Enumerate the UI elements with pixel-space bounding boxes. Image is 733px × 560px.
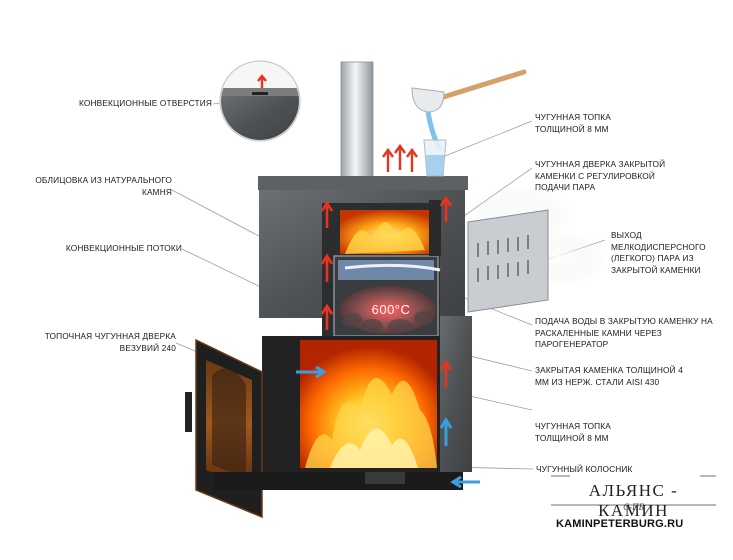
label-water-supply: ПОДАЧА ВОДЫ В ЗАКРЫТУЮ КАМЕНКУ НА РАСКАЛ… bbox=[535, 316, 713, 349]
heater-temperature: 600°С bbox=[371, 302, 411, 317]
top-convection-arrows bbox=[382, 143, 418, 172]
steam-outlet-grille bbox=[467, 209, 549, 313]
label-firebox-door: ТОПОЧНАЯ ЧУГУННАЯ ДВЕРКА ВЕЗУВИЙ 240 bbox=[44, 331, 176, 353]
water-ladle bbox=[411, 69, 527, 152]
brand-frame bbox=[551, 475, 716, 506]
label-stone-cladding: ОБЛИЦОВКА ИЗ НАТУРАЛЬНОГО КАМНЯ bbox=[35, 175, 172, 197]
label-heater-door: ЧУГУННАЯ ДВЕРКА ЗАКРЫТОЙ КАМЕНКИ С РЕГУЛ… bbox=[535, 159, 666, 192]
ash-grate bbox=[365, 472, 405, 484]
brand-logo: АЛЬЯНС - КАМИН С-ПБ bbox=[551, 468, 716, 520]
label-steam-outlet: ВЫХОД МЕЛКОДИСПЕРСНОГО (ЛЕГКОГО) ПАРА ИЗ… bbox=[611, 230, 706, 275]
firebox-door-frame bbox=[185, 338, 263, 519]
label-convection-holes: КОНВЕКЦИОННЫЕ ОТВЕРСТИЯ bbox=[78, 98, 212, 108]
convection-holes-zoom bbox=[219, 60, 301, 142]
label-cast-iron-firebox-top: ЧУГУННАЯ ТОПКА ТОЛЩИНОЙ 8 ММ bbox=[535, 112, 611, 134]
wall-convection-arrows-cold bbox=[296, 365, 480, 489]
steam-generator-glass bbox=[423, 139, 447, 177]
stove-base bbox=[213, 472, 463, 490]
label-cast-iron-firebox-bottom: ЧУГУННАЯ ТОПКА ТОЛЩИНОЙ 8 ММ bbox=[535, 421, 611, 443]
website-link[interactable]: KAMINPETERBURG.RU bbox=[556, 518, 684, 530]
upper-stone-cap bbox=[258, 176, 468, 190]
wall-convection-arrows-hot bbox=[320, 195, 453, 388]
label-convection-flows: КОНВЕКЦИОННЫЕ ПОТОКИ bbox=[65, 243, 182, 253]
brand-sub: С-ПБ bbox=[623, 502, 644, 512]
heater-door bbox=[429, 200, 441, 256]
brand-name: АЛЬЯНС - КАМИН bbox=[588, 481, 679, 520]
label-closed-heater: ЗАКРЫТАЯ КАМЕНКА ТОЛЩИНОЙ 4 ММ ИЗ НЕРЖ. … bbox=[535, 365, 683, 387]
label-grate: ЧУГУННЫЙ КОЛОСНИК bbox=[536, 464, 633, 474]
